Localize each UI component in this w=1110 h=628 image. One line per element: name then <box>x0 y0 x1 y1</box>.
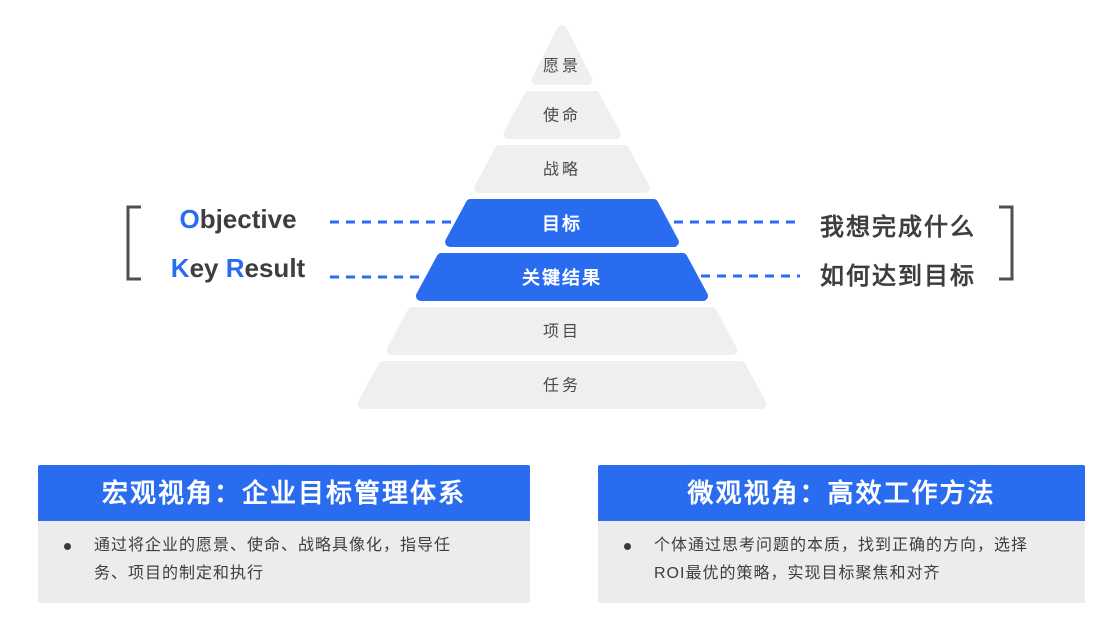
pyramid-level-shape <box>357 361 767 409</box>
pyramid-level-label: 目标 <box>542 213 582 234</box>
micro-view-body: 个体通过思考问题的本质，找到正确的方向，选择ROI最优的策略，实现目标聚焦和对齐 <box>598 521 1085 603</box>
macro-view-bullet-text: 通过将企业的愿景、使命、战略具像化，指导任务、项目的制定和执行 <box>94 537 452 582</box>
pyramid-level-label: 关键结果 <box>522 267 602 288</box>
left-bracket <box>126 205 141 281</box>
bullet-dot <box>64 543 71 550</box>
pyramid-level-label: 战略 <box>543 161 581 179</box>
bullet-dot <box>624 543 631 550</box>
objective-label-rest: bjective <box>199 204 297 234</box>
pyramid-level-shape <box>386 307 738 355</box>
pyramid-level-label: 任务 <box>543 377 581 395</box>
pyramid-level-label: 愿景 <box>543 58 581 75</box>
objective-label-initial: O <box>179 204 200 234</box>
result-rest: esult <box>244 253 306 283</box>
micro-view-box: 微观视角：高效工作方法 个体通过思考问题的本质，找到正确的方向，选择ROI最优的… <box>598 465 1085 603</box>
pyramid-level-shape <box>531 25 593 85</box>
key-result-label: Key Result <box>140 253 336 284</box>
result-initial: R <box>225 253 245 283</box>
micro-view-bullet-text: 个体通过思考问题的本质，找到正确的方向，选择ROI最优的策略，实现目标聚焦和对齐 <box>654 537 1029 582</box>
macro-view-body: 通过将企业的愿景、使命、战略具像化，指导任务、项目的制定和执行 <box>38 521 530 603</box>
objective-label: Objective <box>140 204 336 235</box>
pyramid-level-shape <box>474 145 650 193</box>
key-rest: ey <box>189 253 226 283</box>
pyramid-level-shape <box>445 199 679 247</box>
pyramid-level-shape <box>503 91 621 139</box>
pyramid-level-shape <box>415 253 709 301</box>
pyramid-level-label: 使命 <box>543 107 581 125</box>
list-item: 个体通过思考问题的本质，找到正确的方向，选择ROI最优的策略，实现目标聚焦和对齐 <box>622 532 1061 588</box>
objective-question-label: 我想完成什么 <box>820 214 976 241</box>
macro-view-title: 宏观视角：企业目标管理体系 <box>38 465 530 521</box>
key-initial: K <box>170 253 190 283</box>
list-item: 通过将企业的愿景、使命、战略具像化，指导任务、项目的制定和执行 <box>62 532 506 588</box>
right-bracket <box>999 205 1014 281</box>
micro-view-title: 微观视角：高效工作方法 <box>598 465 1085 521</box>
key-result-question-label: 如何达到目标 <box>820 263 976 290</box>
macro-view-box: 宏观视角：企业目标管理体系 通过将企业的愿景、使命、战略具像化，指导任务、项目的… <box>38 465 530 603</box>
pyramid-level-label: 项目 <box>543 324 581 341</box>
